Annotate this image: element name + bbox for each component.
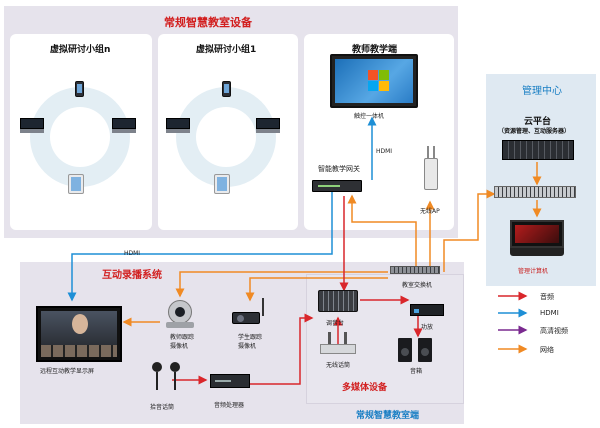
mixer-icon <box>318 290 358 312</box>
wireless-mic-label: 无线话筒 <box>326 362 351 369</box>
classroom-switch-icon <box>390 266 440 274</box>
mic-cable-icon <box>174 372 176 390</box>
teacher-title: 教师教学端 <box>352 45 398 55</box>
audio-processor-label: 音频处理器 <box>214 402 245 409</box>
mic-cable-icon <box>156 372 158 390</box>
audio-processor-icon <box>210 374 250 388</box>
phone-icon <box>75 81 84 97</box>
microphone-icon <box>170 362 180 372</box>
camera-base-icon <box>166 322 194 328</box>
hdmi-label: HDMI <box>124 250 141 257</box>
laptop-icon <box>166 118 190 133</box>
wifi-ap-label: 无线AP <box>420 208 440 215</box>
server-icon <box>502 140 574 160</box>
interactive-title: 互动录播系统 <box>102 270 162 281</box>
laptop-icon <box>112 118 136 133</box>
wifi-ap-icon <box>424 158 438 190</box>
classroom-switch-label: 教室交换机 <box>402 282 433 289</box>
multimedia-title: 多媒体设备 <box>342 383 388 393</box>
mixer-label: 调音台 <box>326 320 345 327</box>
antenna-icon <box>262 298 264 316</box>
legend-network-label: 网络 <box>540 346 554 354</box>
tablet-icon <box>68 174 84 194</box>
mic-label: 拾音话筒 <box>150 404 175 411</box>
tablet-icon <box>214 174 230 194</box>
mgmt-title: 管理中心 <box>522 86 562 97</box>
legend-hd-video-label: 高清视频 <box>540 327 568 335</box>
handheld-mic-icon <box>328 332 331 344</box>
microphone-icon <box>152 362 162 372</box>
gateway-icon <box>312 180 362 192</box>
remote-screen-label: 远程互动教学显示屏 <box>40 368 95 375</box>
network-switch-icon <box>494 186 576 198</box>
student-camera-icon <box>232 312 260 324</box>
hdmi-label: HDMI <box>376 148 393 155</box>
speaker-icon <box>398 338 412 362</box>
touch-display-icon <box>330 54 418 108</box>
mgmt-pc-label: 管理计算机 <box>518 268 549 275</box>
laptop-icon <box>256 118 280 133</box>
cloud-label: 云平台 <box>524 117 552 127</box>
gateway-label: 智能教学网关 <box>318 165 360 173</box>
legend-audio-label: 音频 <box>540 293 554 301</box>
teacher-camera-label: 教师跟踪 摄像机 <box>170 334 195 350</box>
mgmt-laptop-icon <box>510 220 564 260</box>
phone-icon <box>222 81 231 97</box>
virtual-group-n-title: 虚拟研讨小组n <box>50 45 111 55</box>
top-region-title: 常规智慧教室设备 <box>164 16 252 29</box>
speaker-icon <box>418 338 432 362</box>
cloud-sub-label: （资源管理、互动服务器） <box>498 128 571 135</box>
laptop-icon <box>20 118 44 133</box>
classroom-end-title: 常规智慧教室端 <box>356 411 420 421</box>
power-amp-label: 功放 <box>421 324 434 331</box>
speaker-label: 音箱 <box>410 368 423 375</box>
handheld-mic-icon <box>344 332 347 344</box>
antenna-icon <box>433 146 435 158</box>
antenna-icon <box>427 146 429 158</box>
legend-hdmi-label: HDMI <box>540 309 559 317</box>
virtual-group-1-title: 虚拟研讨小组1 <box>196 45 257 55</box>
power-amp-icon <box>410 304 444 316</box>
teacher-camera-icon <box>168 300 192 324</box>
student-camera-label: 学生跟踪 摄像机 <box>238 334 263 350</box>
touch-display-label: 触控一体机 <box>354 113 385 120</box>
wireless-mic-icon <box>320 344 356 354</box>
remote-screen-icon <box>36 306 122 362</box>
